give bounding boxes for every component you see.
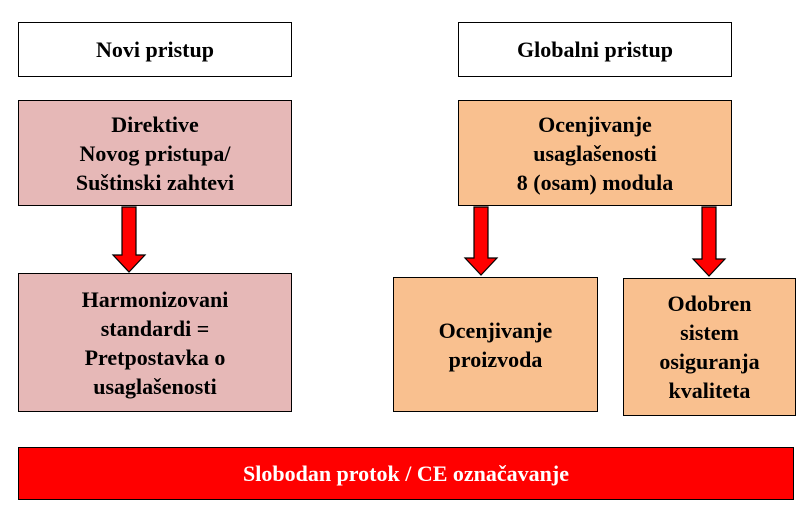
arrow-down-right xyxy=(691,206,727,277)
arrow-down-middle xyxy=(463,206,499,276)
box-harmonized-standards: Harmonizovani standardi = Pretpostavka o… xyxy=(18,273,292,412)
box-product-assessment-label: Ocenjivanje proizvoda xyxy=(438,317,553,372)
box-quality-system-label: Odobren sistem osiguranja kvaliteta xyxy=(659,291,760,403)
box-conformity-assessment: Ocenjivanje usaglašenosti 8 (osam) modul… xyxy=(458,100,732,206)
banner-free-movement-label: Slobodan protok / CE označavanje xyxy=(243,460,569,486)
banner-free-movement: Slobodan protok / CE označavanje xyxy=(18,447,794,500)
box-product-assessment: Ocenjivanje proizvoda xyxy=(393,277,598,412)
header-globalni-pristup: Globalni pristup xyxy=(458,22,732,77)
arrow-down-left xyxy=(111,206,147,273)
box-conformity-assessment-label: Ocenjivanje usaglašenosti 8 (osam) modul… xyxy=(516,111,674,195)
header-globalni-pristup-label: Globalni pristup xyxy=(517,36,673,62)
box-directives: Direktive Novog pristupa/ Suštinski zaht… xyxy=(18,100,292,206)
header-novi-pristup-label: Novi pristup xyxy=(96,36,214,62)
header-novi-pristup: Novi pristup xyxy=(18,22,292,77)
box-harmonized-standards-label: Harmonizovani standardi = Pretpostavka o… xyxy=(81,286,229,399)
box-quality-system: Odobren sistem osiguranja kvaliteta xyxy=(623,278,796,416)
box-directives-label: Direktive Novog pristupa/ Suštinski zaht… xyxy=(75,111,235,195)
